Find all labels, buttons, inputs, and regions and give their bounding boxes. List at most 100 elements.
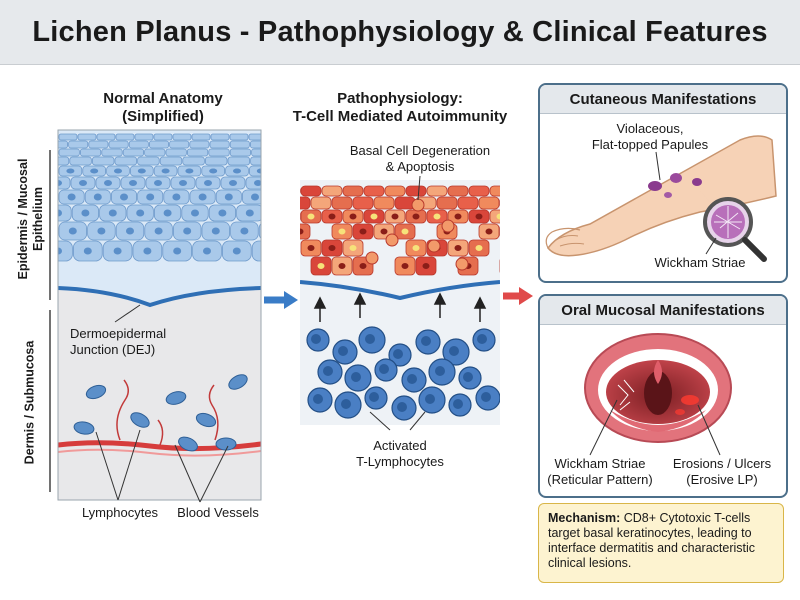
damaged-keratinocyte — [300, 196, 311, 210]
damaged-keratinocyte — [300, 212, 301, 221]
keratinocyte — [251, 240, 261, 262]
t-lymphocyte-nucleus — [341, 399, 351, 409]
lymphocyte — [85, 384, 107, 400]
t-lymphocyte-nucleus — [453, 399, 463, 409]
cell-nucleus — [245, 209, 254, 217]
damaged-keratinocyte — [405, 185, 427, 197]
cell-nucleus — [391, 213, 399, 220]
keratinocyte — [137, 156, 160, 166]
cell-nucleus — [172, 193, 181, 201]
keratinocyte — [229, 133, 249, 141]
apoptotic-body — [385, 233, 399, 247]
cell-nucleus — [211, 227, 220, 235]
mechanism-box: Mechanism: CD8+ Cytotoxic T-cells target… — [538, 503, 784, 583]
cell-nucleus — [114, 168, 122, 174]
title-bar: Lichen Planus - Pathophysiology & Clinic… — [0, 0, 800, 65]
cell-nucleus — [251, 193, 259, 201]
cell-nucleus — [263, 248, 271, 255]
keratinocyte — [159, 156, 183, 166]
epidermal-cells — [58, 133, 271, 262]
keratinocyte — [58, 148, 80, 157]
damaged-keratinocyte — [384, 185, 406, 197]
keratinocyte — [229, 140, 250, 149]
damaged-keratinocyte — [373, 196, 395, 210]
cell-nucleus — [58, 209, 62, 217]
cell-nucleus — [183, 227, 192, 235]
oral-striae-label: Wickham Striae (Reticular Pattern) — [540, 456, 660, 488]
keratinocyte — [58, 240, 73, 262]
cell-nucleus — [218, 209, 227, 217]
cutaneous-panel-title: Cutaneous Manifestations — [540, 85, 786, 114]
normal-anatomy-frame — [57, 129, 262, 501]
damaged-keratinocyte — [436, 196, 458, 210]
cell-nucleus — [401, 263, 409, 269]
cell-nucleus — [233, 168, 241, 174]
keratinocyte — [122, 148, 144, 157]
cell-nucleus — [401, 228, 409, 235]
keratinocyte — [250, 140, 261, 149]
cell-nucleus — [349, 213, 357, 220]
oral-cavity-illustration — [584, 333, 732, 456]
keratinocyte — [96, 133, 116, 141]
attack-arrows — [313, 292, 487, 322]
activated-t-lymphocytes-label: Activated T-Lymphocytes — [335, 438, 465, 470]
cell-nucleus — [163, 209, 172, 217]
keratinocyte — [68, 140, 89, 149]
left-label-pointers — [95, 304, 229, 503]
cell-nucleus — [485, 228, 493, 235]
dej-label-line1: Dermoepidermal — [70, 326, 167, 341]
keratinocyte — [144, 148, 166, 157]
t-lymphocyte-nucleus — [369, 392, 379, 402]
cell-nucleus — [161, 168, 170, 174]
cell-nucleus — [93, 193, 102, 201]
cell-nucleus — [120, 193, 128, 201]
damaged-keratinocyte — [499, 259, 500, 273]
cell-nucleus — [198, 193, 207, 201]
damaged-keratinocyte — [499, 199, 500, 207]
t-lymphocyte-nucleus — [481, 392, 491, 402]
apoptotic-body — [441, 219, 455, 233]
damaged-keratinocyte — [300, 185, 322, 197]
cell-nucleus — [66, 168, 75, 174]
apoptotic-body — [455, 257, 469, 271]
cell-nucleus — [136, 209, 145, 217]
cell-nucleus — [287, 214, 294, 220]
keratinocyte — [58, 176, 71, 190]
cell-nucleus — [90, 168, 99, 174]
keratinocyte — [191, 133, 211, 141]
cell-nucleus — [412, 245, 420, 251]
keratinocyte — [148, 140, 169, 149]
t-lymphocyte-nucleus — [425, 394, 435, 404]
cell-nucleus — [113, 247, 122, 255]
t-lymphocyte-nucleus — [365, 334, 375, 344]
t-lymphocyte-nucleus — [449, 346, 459, 356]
keratinocyte — [209, 140, 230, 149]
cell-nucleus — [154, 227, 163, 235]
keratinocyte — [134, 133, 154, 141]
lymphocyte — [130, 412, 150, 428]
cell-nucleus — [154, 180, 162, 186]
cell-nucleus — [349, 245, 357, 251]
keratinocyte — [189, 140, 210, 149]
damaged-keratinocyte — [457, 196, 479, 210]
keratinocyte — [250, 156, 261, 166]
cell-nucleus — [307, 213, 315, 220]
cell-nucleus — [380, 228, 388, 235]
basal-degeneration-label-line2: & Apoptosis — [385, 159, 455, 174]
keratinocyte — [208, 148, 230, 157]
cell-nucleus — [496, 213, 500, 220]
lymphocytes-label: Lymphocytes — [81, 505, 159, 520]
lymphocyte — [195, 412, 217, 428]
cell-nucleus — [370, 213, 378, 220]
papules-label-line2: Flat-topped Papules — [591, 137, 709, 152]
lymphocyte — [215, 437, 237, 451]
erosions-label: Erosions / Ulcers (Erosive LP) — [662, 456, 782, 488]
normal-anatomy-title: Normal Anatomy (Simplified) — [88, 90, 238, 126]
t-lymphocyte-nucleus — [338, 346, 348, 356]
oral-panel-title: Oral Mucosal Manifestations — [540, 296, 786, 325]
t-lymphocyte-nucleus — [435, 366, 445, 376]
cell-nucleus — [191, 209, 199, 217]
t-lymphocyte-nucleus — [311, 334, 321, 344]
cell-nucleus — [240, 227, 249, 235]
keratinocyte — [169, 140, 190, 149]
